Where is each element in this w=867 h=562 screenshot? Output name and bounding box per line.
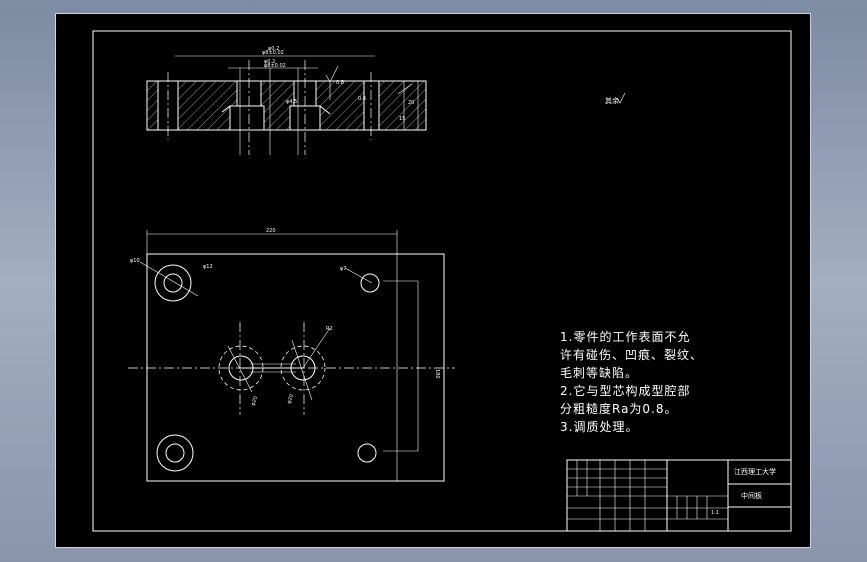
svg-text:φ20: φ20 <box>250 396 259 407</box>
svg-text:φ20: φ20 <box>286 394 295 405</box>
svg-text:φ8±0.02: φ8±0.02 <box>264 63 286 69</box>
title-block: 江西理工大学 中间板 1:1 <box>566 459 792 532</box>
svg-text:φ0.2: φ0.2 <box>264 59 275 65</box>
note-line: 2.它与型芯构成型腔部 <box>560 384 691 398</box>
svg-text:其余: 其余 <box>605 96 619 105</box>
svg-text:φ0.2: φ0.2 <box>268 46 279 52</box>
plan-view: 220 180 φ10 φ12 φ7 φ20 φ20 R2 <box>128 228 455 482</box>
section-view: φ0.2 φ8±0.02 φ0.2 φ8±0.02 0.8 φ4.5 0.8 2… <box>146 46 427 155</box>
svg-text:20: 20 <box>408 100 414 106</box>
plan-height-dim: 180 <box>434 369 440 379</box>
note-line: 许有碰伤、凹痕、裂纹、 <box>560 348 704 362</box>
plan-width-dim: 220 <box>266 228 276 234</box>
surface-finish-mark: 其余 <box>605 92 626 105</box>
note-line: 1.零件的工作表面不允 <box>560 330 691 344</box>
note-line: 毛刺等缺陷。 <box>560 366 639 380</box>
svg-text:0.8: 0.8 <box>336 80 344 86</box>
note-line: 3.调质处理。 <box>560 420 639 434</box>
svg-text:φ10: φ10 <box>130 258 140 264</box>
note-line: 分粗糙度Ra为0.8。 <box>560 402 678 416</box>
part-name: 中间板 <box>741 491 762 500</box>
university-name: 江西理工大学 <box>734 467 776 476</box>
inner-frame <box>92 30 792 532</box>
svg-text:φ12: φ12 <box>203 264 213 270</box>
svg-text:φ4.5: φ4.5 <box>286 99 297 105</box>
svg-text:φ8±0.02: φ8±0.02 <box>262 50 284 56</box>
scale-value: 1:1 <box>711 510 719 516</box>
svg-text:φ7: φ7 <box>340 266 346 272</box>
svg-text:0.8: 0.8 <box>358 96 366 102</box>
svg-text:15: 15 <box>399 116 405 122</box>
svg-text:R2: R2 <box>326 326 333 332</box>
